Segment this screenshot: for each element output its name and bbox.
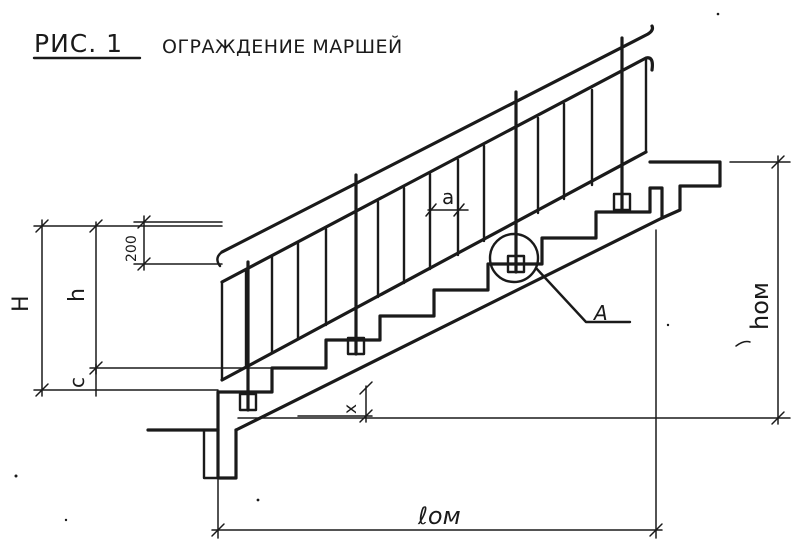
dim-lom-tick bbox=[211, 523, 225, 537]
speck bbox=[64, 518, 68, 522]
dimension-c: c bbox=[65, 363, 97, 397]
detail-label: А bbox=[592, 301, 608, 325]
speck bbox=[256, 498, 260, 502]
dim-a-tick bbox=[425, 203, 437, 217]
dimension-a: a bbox=[425, 185, 469, 217]
scan-specks bbox=[14, 12, 751, 522]
figure-title: РИС. 1 ОГРАЖДЕНИЕ МАРШЕЙ bbox=[32, 29, 403, 60]
figure-caption: ОГРАЖДЕНИЕ МАРШЕЙ bbox=[162, 35, 403, 58]
dim-x-tick bbox=[359, 409, 373, 423]
dim-lom-tick bbox=[649, 523, 663, 537]
dim-lom-label: ℓом bbox=[417, 502, 461, 530]
handrail bbox=[220, 24, 655, 254]
bottom-landing-stub bbox=[202, 428, 220, 480]
speck-stroke bbox=[735, 340, 751, 347]
top-landing bbox=[648, 160, 722, 220]
dimension-h: h bbox=[65, 219, 273, 375]
railing bbox=[216, 24, 655, 412]
speck bbox=[14, 474, 18, 478]
dimension-H: H bbox=[9, 219, 223, 397]
railing-panel-bottom bbox=[220, 150, 648, 382]
dim-200-label: 200 bbox=[124, 235, 140, 262]
dim-c-label: c bbox=[65, 377, 89, 388]
dim-a-tick bbox=[453, 203, 465, 217]
bottom-landing bbox=[146, 428, 238, 480]
dim-200-tick bbox=[137, 257, 151, 271]
dim-H-tick bbox=[35, 383, 49, 397]
dim-H-tick bbox=[35, 219, 49, 233]
railing-panel-top bbox=[220, 56, 654, 284]
dimension-h-om: hом bbox=[237, 155, 791, 425]
dim-hom-tick bbox=[771, 411, 785, 425]
dim-h-tick bbox=[89, 219, 103, 233]
speck bbox=[716, 12, 720, 16]
dimension-200: 200 bbox=[124, 215, 223, 271]
dim-200-tick bbox=[137, 215, 151, 229]
stair-stringer bbox=[146, 160, 722, 480]
stair-underside-line bbox=[234, 216, 664, 432]
dim-H-label: H bbox=[9, 295, 34, 312]
dimension-x: x bbox=[297, 381, 373, 423]
detail-circle bbox=[488, 232, 540, 284]
dim-hom-label: hом bbox=[746, 282, 774, 330]
dim-x-label: x bbox=[341, 404, 361, 414]
dim-h-label: h bbox=[65, 288, 90, 302]
speck bbox=[666, 323, 670, 327]
dimension-l-om: ℓом bbox=[211, 229, 663, 539]
dim-hom-tick bbox=[771, 155, 785, 169]
dim-x-tick bbox=[359, 381, 373, 395]
detail-leader bbox=[534, 266, 632, 324]
step-profile bbox=[216, 186, 664, 432]
dim-a-label: a bbox=[442, 185, 454, 209]
figure-number: РИС. 1 bbox=[34, 29, 123, 58]
detail-callout: А bbox=[488, 232, 632, 325]
